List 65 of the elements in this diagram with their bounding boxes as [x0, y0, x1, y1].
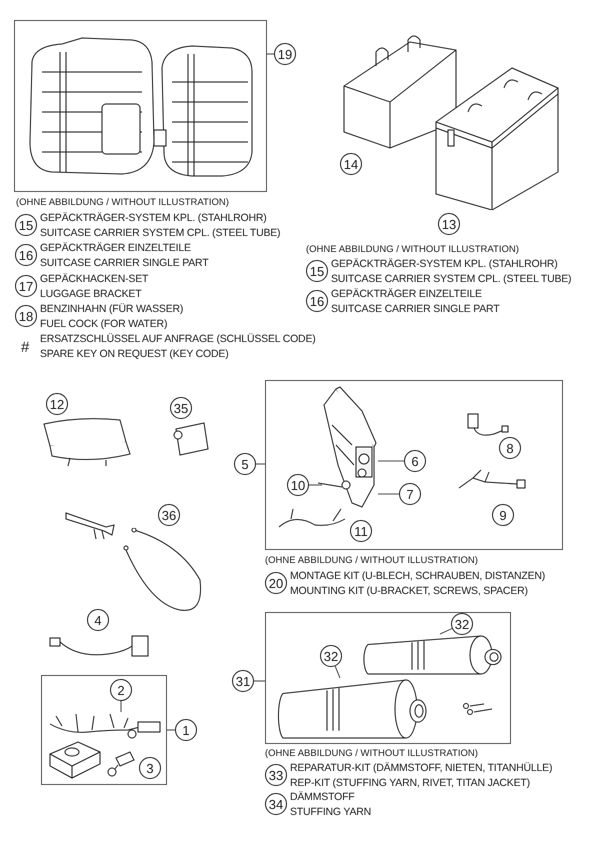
- leader-line: [308, 484, 322, 486]
- part-description: GEPÄCKHACKEN-SET: [40, 273, 148, 286]
- part-description: MONTAGE KIT (U-BLECH, SCHRAUBEN, DISTANZEN): [290, 570, 546, 583]
- note-text: (OHNE ABBILDUNG / WITHOUT ILLUSTRATION): [306, 244, 519, 256]
- group-frame: [265, 380, 563, 550]
- callout-number: 19: [274, 43, 296, 65]
- callout-number: 14: [340, 153, 362, 175]
- part-description: DÄMMSTOFF: [290, 791, 355, 804]
- callout-number: 36: [158, 504, 180, 526]
- group-frame: [14, 20, 267, 192]
- leader-line: [440, 628, 452, 634]
- callout-number: 13: [438, 213, 460, 235]
- mounting-bracket-drawing: [318, 385, 378, 510]
- callout-number: 32: [451, 613, 473, 635]
- part-description: MOUNTING KIT (U-BRACKET, SCREWS, SPACER): [290, 585, 528, 598]
- part-description: SUITCASE CARRIER SYSTEM CPL. (STEEL TUBE): [331, 273, 572, 286]
- leader-line: [254, 680, 266, 682]
- part-description: LUGGAGE BRACKET: [40, 288, 142, 301]
- callout-number: 1: [175, 719, 197, 741]
- part-description: REPARATUR-KIT (DÄMMSTOFF, NIETEN, TITANHÜLLE): [290, 762, 552, 775]
- callout-number: 15: [15, 214, 37, 236]
- leader-line: [120, 700, 122, 712]
- callout-number: 9: [492, 504, 514, 526]
- note-text: (OHNE ABBILDUNG / WITHOUT ILLUSTRATION): [16, 197, 229, 209]
- leader-line: [378, 460, 404, 462]
- part-description: SUITCASE CARRIER SINGLE PART: [331, 303, 500, 316]
- note-symbol: #: [21, 340, 30, 355]
- callout-number: 6: [404, 450, 426, 472]
- callout-number: 4: [87, 609, 109, 631]
- callout-number: 33: [265, 764, 287, 786]
- callout-number: 10: [287, 474, 309, 496]
- group-frame: [265, 612, 511, 744]
- group-frame: [41, 675, 167, 785]
- callout-number: 31: [232, 670, 254, 692]
- callout-number: 15: [306, 260, 328, 282]
- callout-number: 3: [139, 757, 161, 779]
- callout-number: 7: [399, 483, 421, 505]
- part-description: STUFFING YARN: [290, 806, 372, 819]
- callout-number: 34: [265, 793, 287, 815]
- part-description: REP-KIT (STUFFING YARN, RIVET, TITAN JACKET): [290, 777, 530, 790]
- note-text: (OHNE ABBILDUNG / WITHOUT ILLUSTRATION): [265, 748, 478, 760]
- part-description: GEPÄCKTRÄGER-SYSTEM KPL. (STAHLROHR): [40, 212, 267, 225]
- callout-number: 16: [306, 290, 328, 312]
- part-description: GEPÄCKTRÄGER EINZELTEILE: [331, 288, 482, 301]
- callout-number: 18: [15, 305, 37, 327]
- leader-line: [334, 666, 340, 678]
- part-description: FUEL COCK (FOR WATER): [40, 318, 168, 331]
- callout-number: 20: [265, 572, 287, 594]
- callout-number: 2: [110, 679, 132, 701]
- note-text: (OHNE ABBILDUNG / WITHOUT ILLUSTRATION): [265, 555, 478, 567]
- callout-number: 5: [234, 453, 256, 475]
- part-description: ERSATZSCHLÜSSEL AUF ANFRAGE (SCHLÜSSEL CODE): [40, 333, 316, 346]
- callout-number: 17: [15, 275, 37, 297]
- callout-number: 35: [170, 397, 192, 419]
- part-description: SUITCASE CARRIER SYSTEM CPL. (STEEL TUBE): [40, 227, 280, 240]
- part-description: GEPÄCKTRÄGER-SYSTEM KPL. (STAHLROHR): [331, 258, 558, 271]
- part-description: SUITCASE CARRIER SINGLE PART: [40, 257, 208, 270]
- part-description: BENZINHAHN (FÜR WASSER): [40, 303, 184, 316]
- callout-number: 8: [499, 437, 521, 459]
- callout-number: 16: [15, 244, 37, 266]
- callout-number: 11: [350, 520, 372, 542]
- callout-number: 12: [46, 393, 68, 415]
- callout-number: 32: [320, 645, 342, 667]
- part-description: GEPÄCKTRÄGER EINZELTEILE: [40, 242, 191, 255]
- part-description: SPARE KEY ON REQUEST (KEY CODE): [40, 348, 228, 361]
